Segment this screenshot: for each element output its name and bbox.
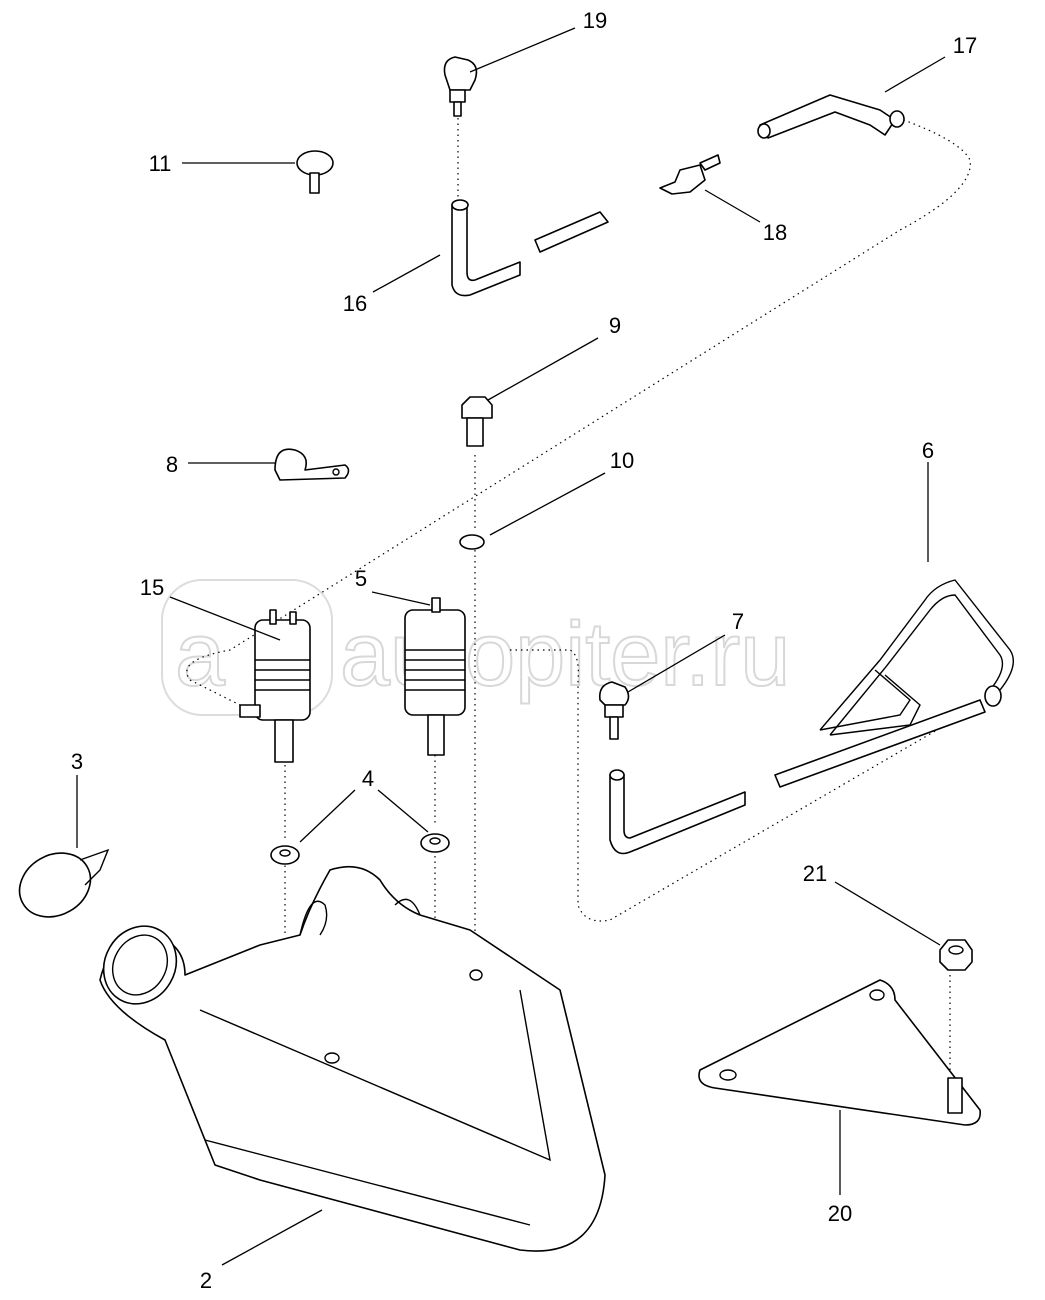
part-21-nut <box>939 939 973 971</box>
callout-15: 15 <box>140 575 164 600</box>
part-18-valve <box>659 154 721 195</box>
part-4-grommets <box>270 833 450 865</box>
part-3-cap <box>18 848 110 918</box>
part-8-clip <box>274 448 350 481</box>
part-19-nozzle <box>443 56 478 117</box>
callout-17: 17 <box>953 33 977 58</box>
watermark-logo: a <box>175 605 226 705</box>
callout-9: 9 <box>609 313 621 338</box>
part-7-nozzle <box>598 681 630 740</box>
callout-7: 7 <box>732 609 744 634</box>
callout-5: 5 <box>355 566 367 591</box>
callout-19: 19 <box>583 8 607 33</box>
callout-21: 21 <box>803 861 827 886</box>
callout-4: 4 <box>362 766 374 791</box>
callout-8: 8 <box>166 452 178 477</box>
callout-11: 11 <box>149 151 172 176</box>
assembly-lines <box>186 117 981 1070</box>
callout-3: 3 <box>71 749 83 774</box>
callout-20: 20 <box>828 1201 852 1226</box>
part-6-hose <box>609 579 1014 855</box>
leader-lines <box>76 27 946 1266</box>
callout-10: 10 <box>610 448 634 473</box>
part-11-plug <box>296 150 334 194</box>
callout-18: 18 <box>763 220 787 245</box>
part-16-hose <box>451 199 609 297</box>
callout-6: 6 <box>922 438 934 463</box>
callout-16: 16 <box>343 291 367 316</box>
part-10-washer <box>459 534 485 550</box>
part-2-reservoir <box>99 865 606 1252</box>
part-9-bolt <box>461 396 493 447</box>
part-15-pump <box>239 609 311 763</box>
part-5-pump <box>404 597 466 756</box>
part-17-hose <box>757 94 905 139</box>
callout-labels: 2 3 4 5 6 7 8 9 10 11 15 16 17 18 19 20 … <box>71 8 977 1293</box>
part-20-bracket <box>698 979 982 1126</box>
callout-2: 2 <box>200 1268 212 1293</box>
